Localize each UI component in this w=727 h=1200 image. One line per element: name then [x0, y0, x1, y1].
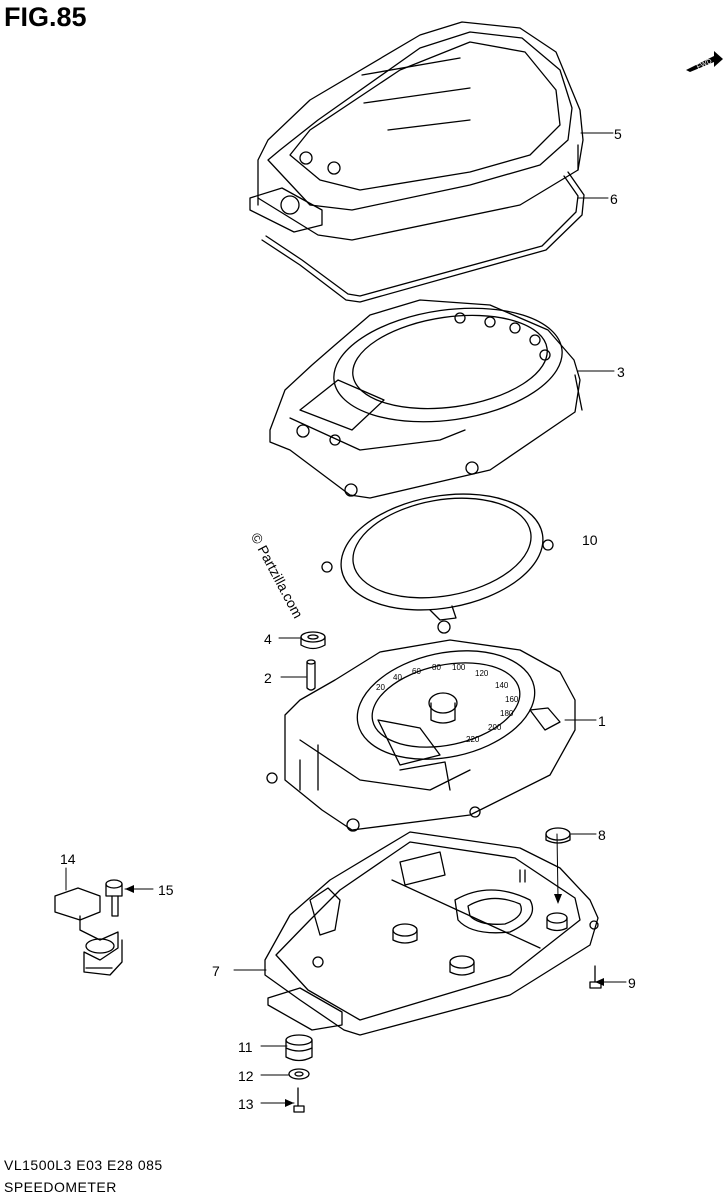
model-code: VL1500L3 E03 E28 085: [4, 1157, 163, 1173]
leader-arrowheads: [125, 885, 604, 1107]
part-12-washer: [288, 1068, 310, 1080]
callout-3: 3: [617, 364, 625, 380]
figure-title: FIG.85: [4, 2, 87, 32]
gauge-tick: 180: [500, 709, 514, 718]
gauge-tick: 80: [432, 663, 441, 672]
part-11-cushion: [285, 1034, 313, 1062]
leader-lines: [65, 132, 627, 1104]
forward-arrow-icon: FWD: [686, 51, 723, 72]
callout-15: 15: [158, 882, 174, 898]
part-14-speed-sensor: [54, 887, 123, 976]
callout-7: 7: [212, 963, 220, 979]
gauge-ticks: 20 40 60 80 100 120 140 160 180 200 220: [376, 663, 519, 744]
callout-5: 5: [614, 126, 622, 142]
callout-4: 4: [264, 631, 272, 647]
part-8-cap: [545, 827, 571, 844]
gauge-tick: 40: [393, 673, 402, 682]
callout-12: 12: [238, 1068, 254, 1084]
callout-11: 11: [238, 1039, 253, 1055]
part-4-grommet: [300, 631, 326, 650]
part-2-pin: [306, 659, 316, 691]
gauge-tick: 20: [376, 683, 385, 692]
part-13-screw: [293, 1087, 305, 1113]
part-5-meter-cover: [249, 21, 584, 241]
callout-8: 8: [598, 827, 606, 843]
gauge-tick: 140: [495, 681, 509, 690]
callout-1: 1: [598, 713, 606, 729]
callout-6: 6: [610, 191, 618, 207]
callout-9: 9: [628, 975, 636, 991]
part-10-ring: [321, 493, 554, 634]
gauge-tick: 60: [412, 667, 421, 676]
gauge-tick: 120: [475, 669, 489, 678]
gauge-tick: 100: [452, 663, 466, 672]
part-3-bezel: [269, 299, 583, 499]
gauge-tick: 220: [466, 735, 480, 744]
part-9-screw: [589, 965, 602, 989]
diagram-name: SPEEDOMETER: [4, 1179, 117, 1195]
callout-2: 2: [264, 670, 272, 686]
callout-13: 13: [238, 1096, 254, 1112]
part-7-meter-case: [264, 831, 599, 1036]
callout-14: 14: [60, 851, 76, 867]
part-1-meter-unit: 20 40 60 80 100 120 140 160 180 200 220: [266, 639, 576, 832]
gauge-tick: 160: [505, 695, 519, 704]
callout-10: 10: [582, 532, 598, 548]
gauge-tick: 200: [488, 723, 502, 732]
part-6-gasket: [261, 171, 585, 303]
part-15-bolt: [105, 879, 123, 917]
